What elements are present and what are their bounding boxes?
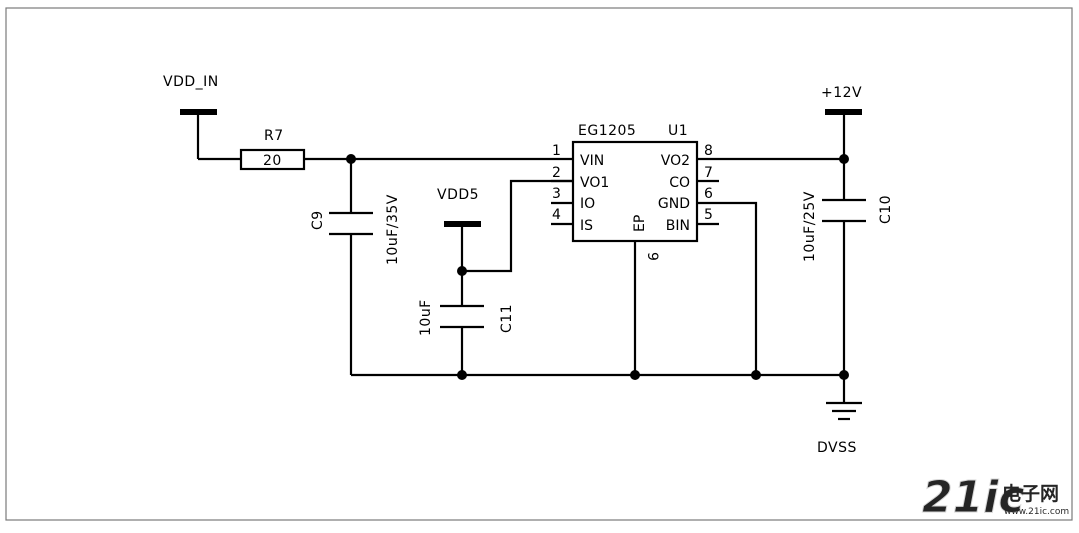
capacitor-c11: 10uF C11 bbox=[418, 299, 515, 375]
watermark-url: www.21ic.com bbox=[1004, 507, 1069, 517]
u1-pin3-num: 3 bbox=[552, 186, 561, 202]
u1-pin1-num: 1 bbox=[552, 143, 561, 159]
c10-value: 10uF/25V bbox=[802, 191, 818, 262]
u1-pin9-name: EP bbox=[632, 215, 648, 232]
u1-pin5-num: 5 bbox=[704, 207, 713, 223]
vdd-in-port: VDD_IN bbox=[163, 74, 219, 159]
u1-pin4-num: 4 bbox=[552, 207, 561, 223]
junction-gnd-c10 bbox=[839, 370, 849, 380]
ic-u1: EG1205 U1 1 2 3 4 VIN VO1 IO IS 8 7 6 5 … bbox=[551, 123, 719, 261]
resistor-r7: R7 20 bbox=[239, 128, 306, 171]
c10-ref: C10 bbox=[878, 195, 894, 224]
watermark-21ic: 21ic 电子网 www.21ic.com bbox=[922, 472, 1070, 524]
u1-pin6-name: GND bbox=[658, 196, 690, 212]
junction-gnd-c11 bbox=[457, 370, 467, 380]
u1-pin2-num: 2 bbox=[552, 165, 561, 181]
u1-pin8-num: 8 bbox=[704, 143, 713, 159]
plus12v-label: +12V bbox=[821, 85, 862, 101]
u1-pin1-name: VIN bbox=[580, 153, 604, 169]
vdd5-label: VDD5 bbox=[437, 187, 479, 203]
wire-vdd5-vo1 bbox=[462, 179, 573, 273]
vdd-in-label: VDD_IN bbox=[163, 74, 219, 90]
capacitor-c9: C9 10uF/35V bbox=[310, 159, 401, 375]
u1-pin9-num: 9 bbox=[644, 252, 660, 261]
u1-pin7-num: 7 bbox=[704, 165, 713, 181]
capacitor-c10: 10uF/25V C10 bbox=[802, 191, 894, 402]
u1-part: EG1205 bbox=[578, 123, 636, 139]
vdd5-port: VDD5 bbox=[437, 187, 481, 305]
c9-ref: C9 bbox=[310, 210, 326, 230]
r7-value: 20 bbox=[263, 153, 282, 169]
r7-ref: R7 bbox=[264, 128, 284, 144]
watermark-cn: 电子网 bbox=[1002, 482, 1059, 505]
c11-ref: C11 bbox=[499, 304, 515, 333]
u1-pin6-num: 6 bbox=[704, 186, 713, 202]
c9-value: 10uF/35V bbox=[385, 194, 401, 265]
c11-value: 10uF bbox=[418, 299, 434, 336]
u1-ref: U1 bbox=[668, 123, 688, 139]
u1-pin4-name: IS bbox=[580, 218, 593, 234]
plus12v-port: +12V bbox=[821, 85, 862, 199]
junction-gnd-ep bbox=[630, 370, 640, 380]
ground-symbol-dvss: DVSS bbox=[817, 401, 862, 456]
diagram-frame bbox=[5, 7, 1073, 521]
watermark-logo: 21ic bbox=[922, 472, 1024, 523]
u1-pin3-name: IO bbox=[580, 196, 595, 212]
junction-gnd-pin6 bbox=[751, 370, 761, 380]
u1-pin7-name: CO bbox=[669, 175, 690, 191]
u1-pin8-name: VO2 bbox=[661, 153, 690, 169]
u1-pin2-name: VO1 bbox=[580, 175, 609, 191]
dvss-label: DVSS bbox=[817, 440, 857, 456]
wire-gnd-pin6 bbox=[697, 201, 758, 375]
u1-pin5-name: BIN bbox=[666, 218, 690, 234]
